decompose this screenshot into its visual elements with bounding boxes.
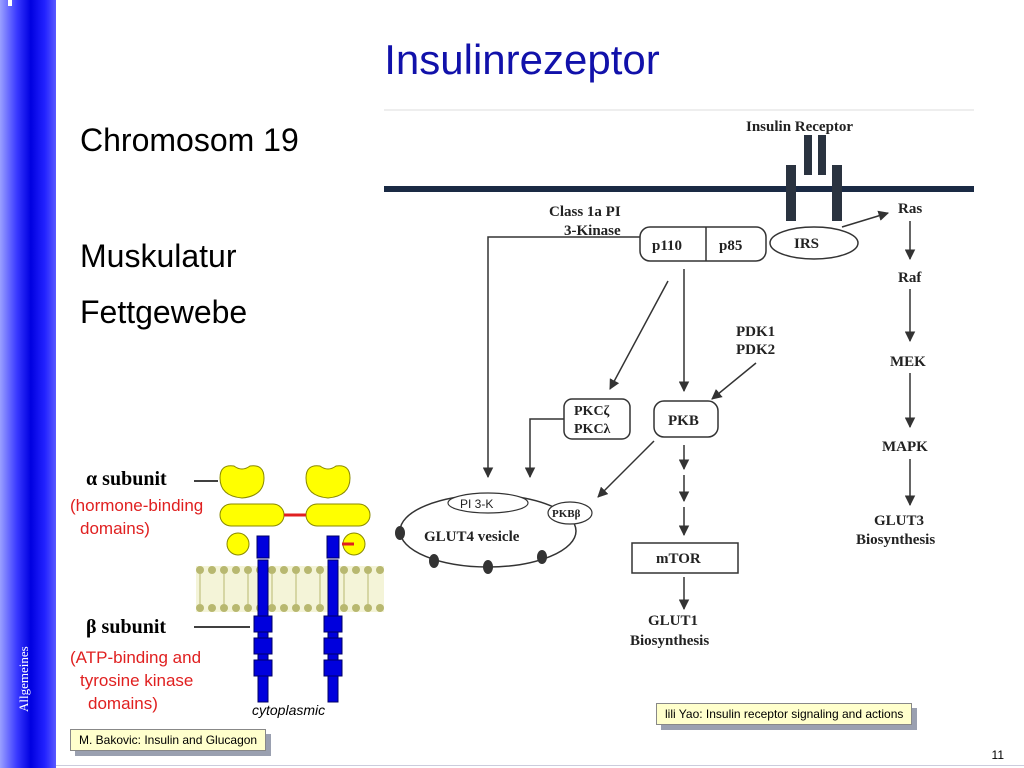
label-glut1: GLUT1	[648, 613, 698, 629]
label-pkb: PKB	[668, 413, 699, 429]
alpha-subunit-desc-1: (hormone-binding	[70, 496, 204, 515]
label-mek: MEK	[890, 354, 926, 370]
p110-p85-box: p110 p85	[639, 226, 767, 262]
beta-subunit-desc-3: domains)	[88, 694, 158, 713]
label-insulin-receptor: Insulin Receptor	[746, 119, 853, 135]
pkbb-oval	[547, 501, 593, 525]
footer-divider	[56, 765, 1024, 766]
beta-subunit-title: β subunit	[86, 616, 167, 638]
alpha-subunit-title: α subunit	[86, 468, 167, 490]
sidebar-tab	[8, 0, 12, 6]
label-mapk: MAPK	[882, 439, 928, 455]
label-p110: p110	[652, 238, 682, 254]
label-pdk1: PDK1	[736, 324, 775, 340]
label-raf: Raf	[898, 270, 922, 286]
bullet-fat-tissue: Fettgewebe	[80, 294, 248, 330]
page-number: 11	[991, 748, 1004, 762]
label-pdk2: PDK2	[736, 342, 775, 358]
pkb-box	[653, 400, 719, 438]
receptor-structure-diagram	[190, 456, 384, 720]
sidebar-label: Allgemeines	[16, 646, 31, 712]
label-ras: Ras	[898, 201, 922, 217]
sidebar-bar: Allgemeines	[0, 0, 56, 768]
beta-subunit-desc-2: tyrosine kinase	[80, 671, 194, 690]
label-pkbb: PKBβ	[552, 508, 581, 520]
cytoplasmic-label: cytoplasmic	[252, 702, 326, 718]
slide-title: Insulinrezeptor	[384, 36, 660, 83]
label-3-kinase: 3-Kinase	[564, 223, 621, 239]
label-p85: p85	[719, 238, 742, 254]
irs-oval	[769, 226, 859, 260]
lipid-bilayer	[196, 566, 384, 612]
signaling-pathway-diagram: Insulin Receptor Class 1a PI 3-Kinase p1…	[384, 109, 974, 669]
vesicle-dots	[395, 526, 547, 574]
label-glut3: GLUT3	[874, 513, 924, 529]
bullet-muscle: Muskulatur	[80, 238, 237, 274]
pathway-arrows	[482, 210, 916, 611]
beta-subunit-desc-1: (ATP-binding and	[70, 648, 202, 667]
beta-subunits	[253, 535, 343, 703]
mtor-box	[631, 542, 739, 574]
label-glut1-biosynthesis: Biosynthesis	[630, 633, 709, 649]
label-pkc-lambda: PKCλ	[574, 422, 611, 437]
pi3k-oval	[447, 492, 529, 514]
pathway-source-caption: lili Yao: Insulin receptor signaling and…	[656, 703, 913, 725]
insulin-receptor-shape	[786, 135, 842, 221]
label-mtor: mTOR	[656, 551, 701, 567]
label-pkc-zeta: PKCζ	[574, 404, 610, 419]
label-glut3-biosynthesis: Biosynthesis	[856, 532, 935, 548]
alpha-subunits	[219, 465, 371, 556]
receptor-source-caption: M. Bakovic: Insulin and Glucagon	[70, 729, 267, 751]
bullet-chromosome: Chromosom 19	[80, 122, 299, 158]
alpha-subunit-desc-2: domains)	[80, 519, 150, 538]
label-class-pi: Class 1a PI	[549, 204, 621, 220]
label-irs: IRS	[794, 236, 819, 252]
label-glut4: GLUT4 vesicle	[424, 529, 520, 545]
label-pi3k: PI 3-K	[460, 497, 493, 511]
cell-membrane	[384, 186, 974, 192]
